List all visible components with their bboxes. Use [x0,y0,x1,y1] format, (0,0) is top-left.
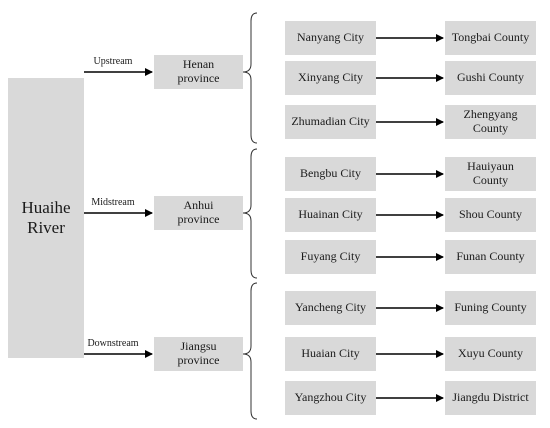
upstream-county-3-label: Zhengyang County [463,107,518,135]
upstream-city-2: Xinyang City [285,61,376,95]
upstream-brace [242,12,258,144]
upstream-city-2-label: Xinyang City [298,70,363,85]
downstream-city-2: Huaian City [285,337,376,371]
midstream-city-1: Bengbu City [285,157,376,191]
downstream-county-2-label: Xuyu County [457,346,523,361]
midstream-county-1: Hauiyaun County [445,157,536,191]
upstream-city-3: Zhumadian City [285,105,376,139]
upstream-city-1: Nanyang City [285,21,376,55]
downstream-city-2-label: Huaian City [301,346,360,361]
downstream-county-3-label: Jiangdu District [452,390,529,405]
downstream-province-box: Jiangsu province [154,337,243,371]
downstream-city-1: Yancheng City [285,291,376,325]
upstream-county-1-label: Tongbai County [451,30,530,45]
midstream-county-2-label: Shou County [458,207,522,222]
downstream-city-3-label: Yangzhou City [294,390,367,405]
upstream-city-3-label: Zhumadian City [291,114,370,129]
upstream-label: Upstream [93,56,133,67]
river-label: Huaihe River [21,198,71,237]
midstream-city-3-label: Fuyang City [300,249,361,264]
downstream-county-1-label: Funing County [454,300,527,315]
midstream-province-box: Anhui province [154,196,243,230]
downstream-city-3: Yangzhou City [285,381,376,415]
midstream-label: Midstream [91,197,135,208]
midstream-province-box-label: Anhui province [177,198,220,226]
upstream-county-2-label: Gushi County [456,70,524,85]
midstream-city-1-label: Bengbu City [299,166,361,181]
river-box: Huaihe River [8,78,84,358]
downstream-brace [242,282,258,420]
midstream-city-2-label: Huainan City [298,207,363,222]
midstream-brace [242,148,258,279]
midstream-city-2: Huainan City [285,198,376,232]
midstream-county-2: Shou County [445,198,536,232]
midstream-county-1-label: Hauiyaun County [467,159,514,187]
upstream-county-3: Zhengyang County [445,105,536,139]
downstream-province-box-label: Jiangsu province [177,339,220,367]
upstream-county-1: Tongbai County [445,21,536,55]
upstream-province-box-label: Henan province [177,57,220,85]
upstream-city-1-label: Nanyang City [297,30,364,45]
downstream-label: Downstream [87,338,139,349]
midstream-county-3: Funan County [445,240,536,274]
downstream-county-1: Funing County [445,291,536,325]
downstream-county-3: Jiangdu District [445,381,536,415]
upstream-province-box: Henan province [154,55,243,89]
midstream-city-3: Fuyang City [285,240,376,274]
midstream-county-3-label: Funan County [456,249,525,264]
upstream-county-2: Gushi County [445,61,536,95]
downstream-city-1-label: Yancheng City [294,300,367,315]
downstream-county-2: Xuyu County [445,337,536,371]
